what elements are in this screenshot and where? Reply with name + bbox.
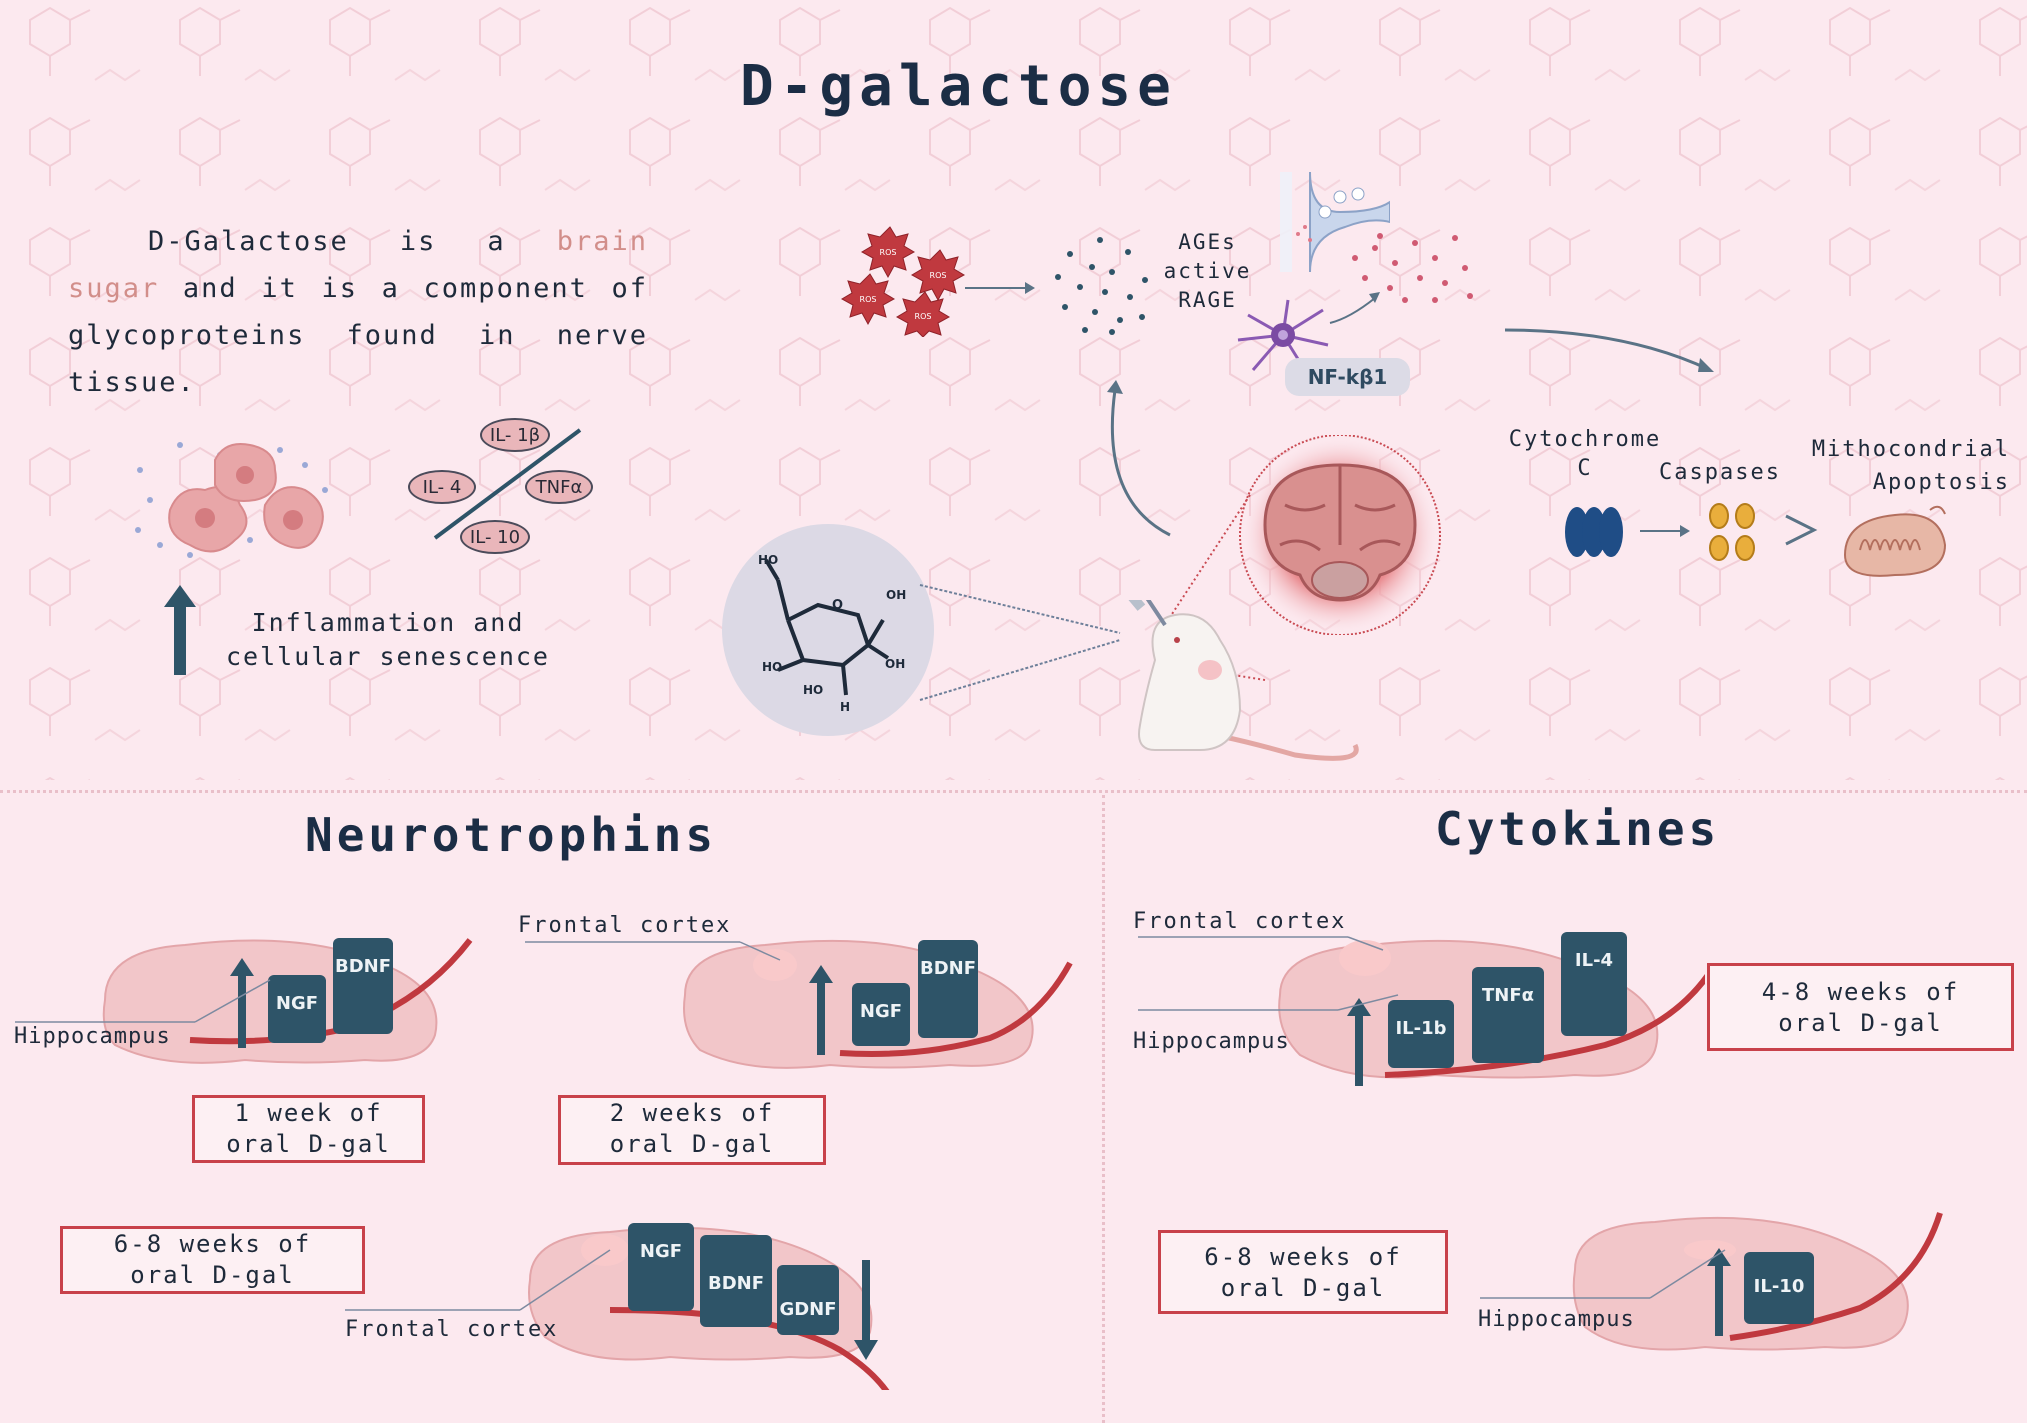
- intro-paragraph: D-Galactose is a brain sugar and it is a…: [68, 218, 648, 406]
- box-duration-p2: 2 weeks of oral D-gal: [558, 1095, 826, 1165]
- chevron-right-icon: [1785, 514, 1818, 546]
- bar-ngf-p2: NGF: [852, 983, 910, 1046]
- upward-curved-arrow-icon: [1107, 380, 1171, 537]
- microglia-icon: [1237, 299, 1329, 376]
- connector-lines: [919, 584, 1121, 701]
- label-hippocampus-p1: Hippocampus: [14, 1024, 171, 1049]
- ages-label: AGEs active RAGE: [1163, 230, 1252, 312]
- cytokine-divider-line: [433, 428, 582, 540]
- brain-coronal-icon: [1239, 435, 1441, 635]
- pill-il1b: IL- 1β: [480, 418, 550, 452]
- bar-gdnf-p3: GDNF: [777, 1265, 839, 1335]
- up-arrow-icon: [164, 585, 196, 675]
- section-divider-horizontal: [0, 790, 2027, 793]
- leader-frontal-c1: [1138, 936, 1384, 951]
- intro-text-1: D-Galactose is a: [148, 226, 557, 257]
- bar-ngf-p3: NGF: [628, 1223, 694, 1311]
- pill-il4: IL- 4: [408, 470, 476, 504]
- rat-icon: [1121, 600, 1359, 761]
- leader-hippocampus-c2: [1480, 1249, 1726, 1299]
- ros-icon: ROS ROS ROS ROS: [840, 226, 966, 337]
- label-frontal-p2: Frontal cortex: [518, 913, 732, 938]
- box-duration-c1: 4-8 weeks of oral D-gal: [1707, 963, 2014, 1051]
- glucose-atom-o: O: [832, 598, 844, 613]
- label-hippocampus-c2: Hippocampus: [1478, 1307, 1635, 1332]
- svg-text:ROS: ROS: [915, 312, 932, 321]
- svg-text:ROS: ROS: [860, 295, 877, 304]
- bar-il4-c1: IL-4: [1561, 932, 1627, 1036]
- glucose-atom-h: H: [840, 700, 851, 714]
- caspases-icon: [1709, 503, 1755, 561]
- mito-apoptosis-label: Mithocondrial Apoptosis: [1811, 437, 2010, 495]
- glucose-atom-ho-bottom: HO: [803, 683, 824, 697]
- bar-tnfa-c1: TNFα: [1472, 967, 1544, 1063]
- up-arrow-p1-icon: [230, 958, 254, 1048]
- section-divider-vertical: [1102, 795, 1105, 1423]
- brain-sagittal-cyto2: [1572, 1212, 1943, 1351]
- bar-il1b-c1: IL-1b: [1388, 1000, 1454, 1068]
- mitochondria-icon: [1843, 505, 1947, 577]
- svg-text:ROS: ROS: [880, 248, 897, 257]
- pink-dots-icon: [1352, 233, 1473, 303]
- label-hippocampus-c1: Hippocampus: [1133, 1029, 1290, 1054]
- page-title: D-galactose: [740, 54, 1177, 119]
- bar-bdnf-p3: BDNF: [700, 1235, 772, 1327]
- pill-tnfa: TNFα: [525, 470, 593, 504]
- arrow-right-icon: [965, 282, 1035, 294]
- caspases-label: Caspases: [1659, 460, 1781, 485]
- svg-text:ROS: ROS: [930, 271, 947, 280]
- glucose-molecule-icon: [722, 524, 934, 736]
- neurotrophins-title: Neurotrophins: [305, 808, 718, 862]
- pill-il10: IL- 10: [460, 520, 530, 554]
- cytochrome-icon: [1565, 507, 1623, 557]
- curved-arrow-icon: [1329, 292, 1380, 324]
- box-duration-c2: 6-8 weeks of oral D-gal: [1158, 1230, 1448, 1314]
- cytochrome-label: Cytochrome C: [1508, 427, 1662, 481]
- bar-bdnf-p1: BDNF: [333, 938, 393, 1034]
- box-duration-p3: 6-8 weeks of oral D-gal: [60, 1226, 365, 1294]
- glucose-atom-ho-top: HO: [758, 553, 779, 567]
- intro-text-2: and it is a component of glycoproteins f…: [68, 273, 648, 398]
- bar-bdnf-p2: BDNF: [918, 940, 978, 1038]
- inflammation-label: Inflammation and cellular senescence: [226, 608, 550, 671]
- glucose-atom-ho-left: HO: [762, 660, 783, 674]
- label-frontal-p3: Frontal cortex: [345, 1317, 559, 1342]
- up-arrow-p2-icon: [809, 965, 833, 1055]
- leader-frontal-p2: [525, 941, 781, 961]
- intro-highlight: brain sugar: [68, 226, 648, 304]
- leader-frontal-p3: [345, 1249, 611, 1311]
- synapse-icon: [1280, 172, 1390, 272]
- leader-hippocampus-c1: [1138, 994, 1399, 1011]
- cytokines-title: Cytokines: [1435, 802, 1721, 856]
- nfkb-badge: NF-kβ1: [1285, 358, 1410, 396]
- ages-dots-icon: [1055, 237, 1148, 335]
- glucose-atom-oh-lower: OH: [885, 657, 906, 671]
- arrow-to-caspases-icon: [1640, 525, 1690, 537]
- arrow-to-cytochrome-icon: [1504, 328, 1714, 372]
- up-arrow-c2-icon: [1707, 1248, 1731, 1336]
- up-arrow-c1-icon: [1347, 998, 1371, 1086]
- senescent-cells-icon: [135, 442, 328, 558]
- bar-ngf-p1: NGF: [268, 975, 326, 1043]
- bar-il10-c2: IL-10: [1744, 1252, 1814, 1324]
- label-frontal-c1: Frontal cortex: [1133, 909, 1347, 934]
- glucose-atom-oh-right: OH: [886, 588, 907, 602]
- down-arrow-p3-icon: [854, 1260, 878, 1360]
- leader-hippocampus-p1: [15, 979, 271, 1023]
- box-duration-p1: 1 week of oral D-gal: [192, 1095, 425, 1163]
